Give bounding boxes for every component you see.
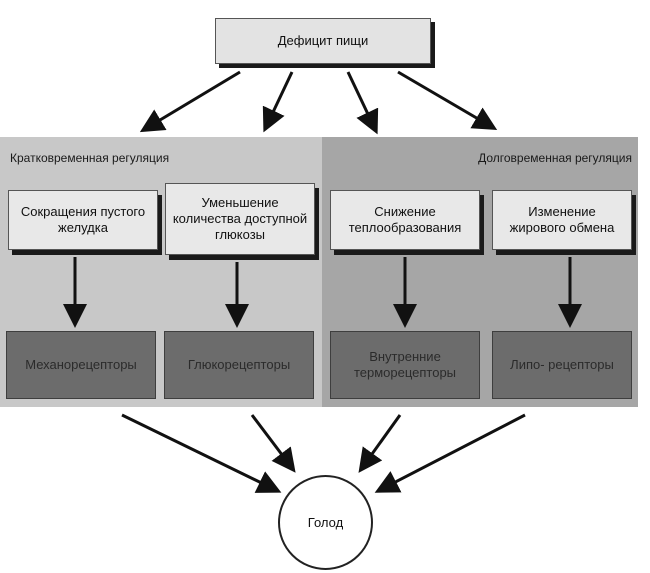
arrow-receptor-4-to-hunger	[374, 413, 526, 493]
receptor-box-thermoreceptors: Внутренние терморецепторы	[330, 331, 480, 399]
receptor-box-mechanoreceptors: Механорецепторы	[6, 331, 156, 399]
food-deficit-box: Дефицит пищи	[215, 18, 431, 64]
receptor-box-glucoreceptors: Глюкорецепторы	[164, 331, 314, 399]
factor-box-fat-metabolism: Изменение жирового обмена	[492, 190, 632, 250]
arrow-top-to-factor-3	[346, 71, 379, 135]
arrow-receptor-3-to-hunger	[358, 414, 402, 473]
receptor-box-liporeceptors: Липо- рецепторы	[492, 331, 632, 399]
arrow-top-to-factor-1	[139, 70, 241, 133]
arrow-top-to-factor-2	[262, 71, 294, 133]
hunger-circle: Голод	[278, 475, 373, 570]
arrow-receptor-2-to-hunger	[250, 414, 296, 473]
factor-box-heat-production: Снижение теплообразования	[330, 190, 480, 250]
factor-box-glucose: Уменьшение количества доступной глюкозы	[165, 183, 315, 255]
factor-box-empty-stomach: Сокращения пустого желудка	[8, 190, 158, 250]
arrow-top-to-factor-4	[397, 70, 498, 131]
short-term-regulation-label: Кратковременная регуляция	[10, 151, 170, 165]
long-term-regulation-label: Долговременная регуляция	[478, 151, 632, 165]
arrow-receptor-1-to-hunger	[121, 413, 282, 493]
